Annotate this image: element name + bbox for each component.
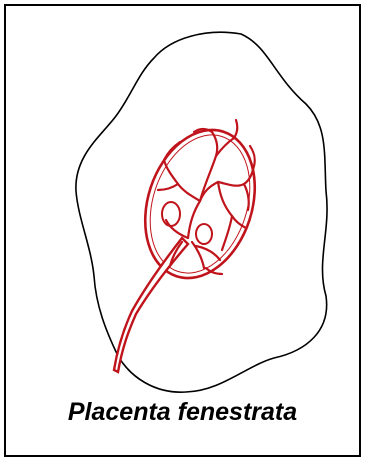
placenta-illustration xyxy=(6,6,363,396)
umbilical-cord xyxy=(114,238,188,372)
membrane-outline xyxy=(76,32,327,392)
placental-disc xyxy=(127,116,273,293)
fenestration xyxy=(162,202,180,226)
figure-caption: Placenta fenestrata xyxy=(6,398,359,427)
figure-frame: Placenta fenestrata xyxy=(4,4,361,457)
fenestration xyxy=(196,224,212,244)
